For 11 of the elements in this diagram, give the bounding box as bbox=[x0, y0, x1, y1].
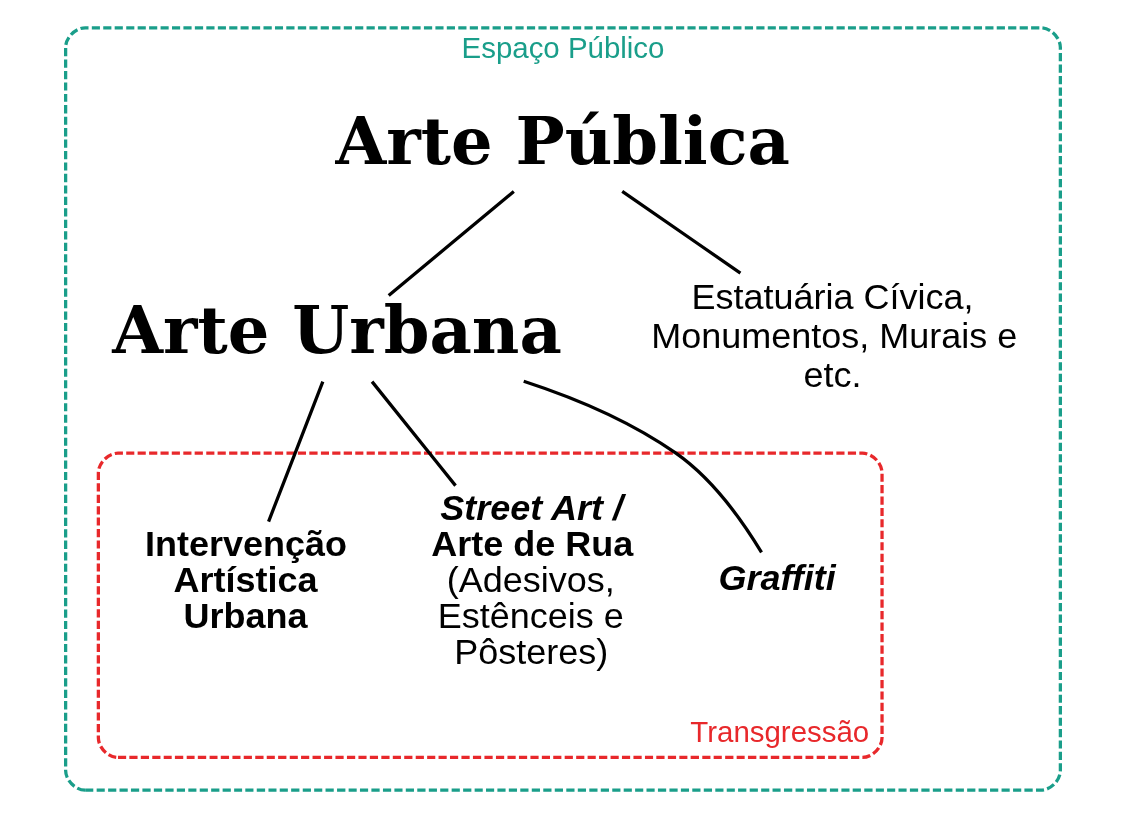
connector bbox=[387, 190, 515, 297]
node-text: Graffiti bbox=[717, 556, 836, 598]
node-text: Arte Pública bbox=[335, 102, 790, 179]
node-text: Estatuária Cívica, Monumentos, Murais e etc. bbox=[650, 275, 1017, 396]
node-text: Intervenção Artística Urbana bbox=[144, 522, 347, 636]
node-text: Arte Urbana bbox=[111, 292, 562, 369]
connector bbox=[266, 381, 324, 523]
connector bbox=[620, 190, 741, 275]
connector bbox=[370, 380, 457, 487]
connector bbox=[522, 379, 763, 554]
node-text: Street Art / Arte de Rua (Adesivos, Estênceis e Pôsteres) bbox=[430, 486, 633, 672]
